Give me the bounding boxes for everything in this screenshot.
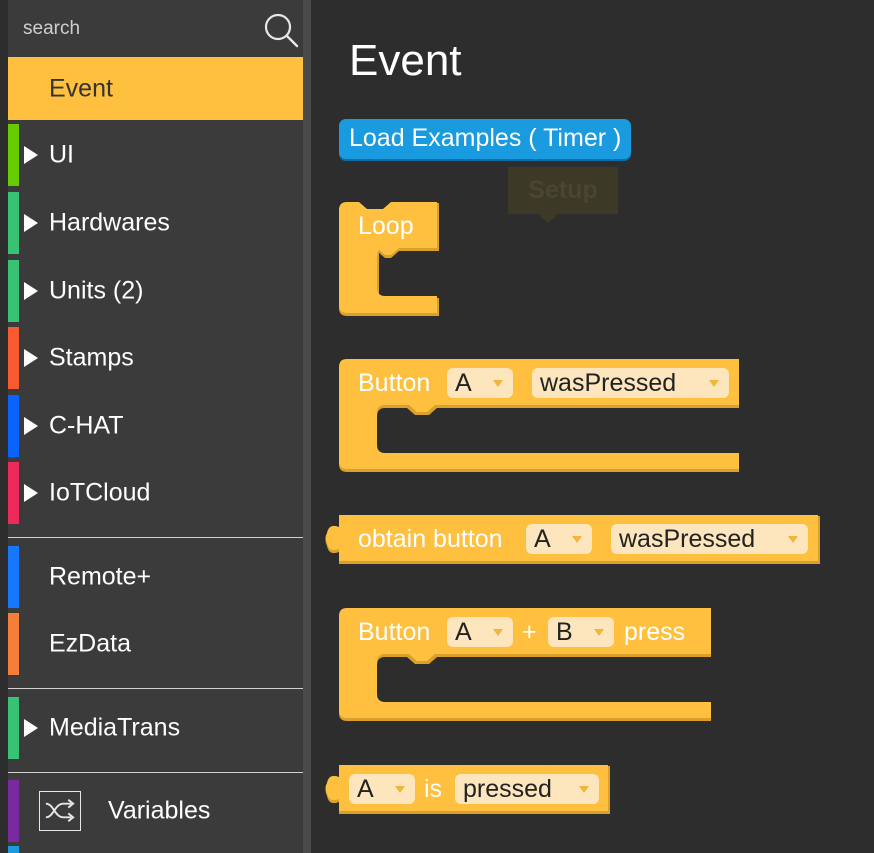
button-select-dropdown[interactable]: A [526,524,592,554]
category-label: Units (2) [49,276,144,305]
category-label: IoTCloud [49,478,151,507]
category-remote-plus[interactable]: Remote+ [8,546,303,608]
dropdown-value: wasPressed [540,369,677,397]
action-select-dropdown[interactable]: wasPressed [611,524,808,554]
divider [8,688,303,689]
category-color-bar [8,697,19,759]
dropdown-arrow-icon [788,536,798,543]
category-ezdata[interactable]: EzData [8,613,303,675]
category-event[interactable]: Event [8,57,303,120]
sidebar-edge [0,0,8,853]
category-color-bar [8,395,19,457]
category-label: Hardwares [49,208,170,237]
dropdown-arrow-icon [493,629,503,636]
category-label: UI [49,140,74,169]
dropdown-value: A [455,369,472,397]
load-examples-button[interactable]: Load Examples ( Timer ) [339,119,632,159]
toolbox: Event UI Hardwares Units (2) Stamps C-HA… [0,0,303,853]
button-select-dropdown[interactable]: A [447,368,513,398]
category-hardwares[interactable]: Hardwares [8,192,303,254]
category-color-bar [8,260,19,322]
category-color-bar [8,192,19,254]
shuffle-icon [39,791,81,831]
dropdown-value: A [534,525,551,553]
button-combo-label: Button [358,618,431,646]
dropdown-arrow-icon [493,380,503,387]
category-label: Variables [108,796,211,825]
category-label: MediaTrans [49,713,181,742]
loop-block[interactable] [339,202,441,316]
loop-block-label: Loop [358,212,414,240]
dropdown-arrow-icon [709,380,719,387]
category-color-bar [8,613,19,675]
expand-arrow-icon[interactable] [24,349,38,367]
button-combo-block[interactable] [339,608,713,721]
dropdown-value: wasPressed [619,525,756,553]
button1-select-dropdown[interactable]: A [447,617,513,647]
expand-arrow-icon[interactable] [24,719,38,737]
search-input[interactable] [8,0,248,58]
dropdown-value: pressed [463,775,552,803]
button2-select-dropdown[interactable]: B [548,617,614,647]
expand-arrow-icon[interactable] [24,484,38,502]
expand-arrow-icon[interactable] [24,146,38,164]
category-label: C-HAT [49,411,124,440]
action-select-dropdown[interactable]: wasPressed [532,368,729,398]
divider [8,537,303,538]
dropdown-arrow-icon [579,786,589,793]
button-select-dropdown[interactable]: A [349,774,415,804]
category-label: Event [49,74,113,102]
button-event-label: Button [358,369,431,397]
category-label: Remote+ [49,562,152,591]
expand-arrow-icon[interactable] [24,417,38,435]
dropdown-arrow-icon [594,629,604,636]
category-color-bar [8,124,19,186]
plus-label: + [522,618,537,646]
category-color-bar [8,462,19,524]
dropdown-value: B [556,618,573,646]
flyout-title: Event [349,36,462,85]
category-color-bar [8,846,19,853]
setup-block-ghost: Setup [508,167,618,214]
category-stamps[interactable]: Stamps [8,327,303,389]
search-bar [8,0,303,58]
press-label: press [624,618,686,646]
category-variables[interactable]: Variables [8,780,303,842]
category-color-bar [8,780,19,842]
dropdown-value: A [357,775,374,803]
expand-arrow-icon[interactable] [24,214,38,232]
setup-block-tab [538,214,558,223]
obtain-button-label: obtain button [358,525,503,553]
category-color-bar [8,327,19,389]
search-icon[interactable] [263,12,299,48]
is-label: is [424,775,443,803]
dropdown-arrow-icon [572,536,582,543]
category-color-bar [8,546,19,608]
category-c-hat[interactable]: C-HAT [8,395,303,457]
category-ui[interactable]: UI [8,124,303,186]
category-iotcloud[interactable]: IoTCloud [8,462,303,524]
category-units[interactable]: Units (2) [8,260,303,322]
category-label: Stamps [49,343,134,372]
divider [8,772,303,773]
category-label: EzData [49,629,131,658]
dropdown-arrow-icon [395,786,405,793]
state-select-dropdown[interactable]: pressed [455,774,599,804]
toolbox-scrollbar[interactable] [303,0,311,853]
expand-arrow-icon[interactable] [24,282,38,300]
category-mediatrans[interactable]: MediaTrans [8,697,303,759]
dropdown-value: A [455,618,472,646]
